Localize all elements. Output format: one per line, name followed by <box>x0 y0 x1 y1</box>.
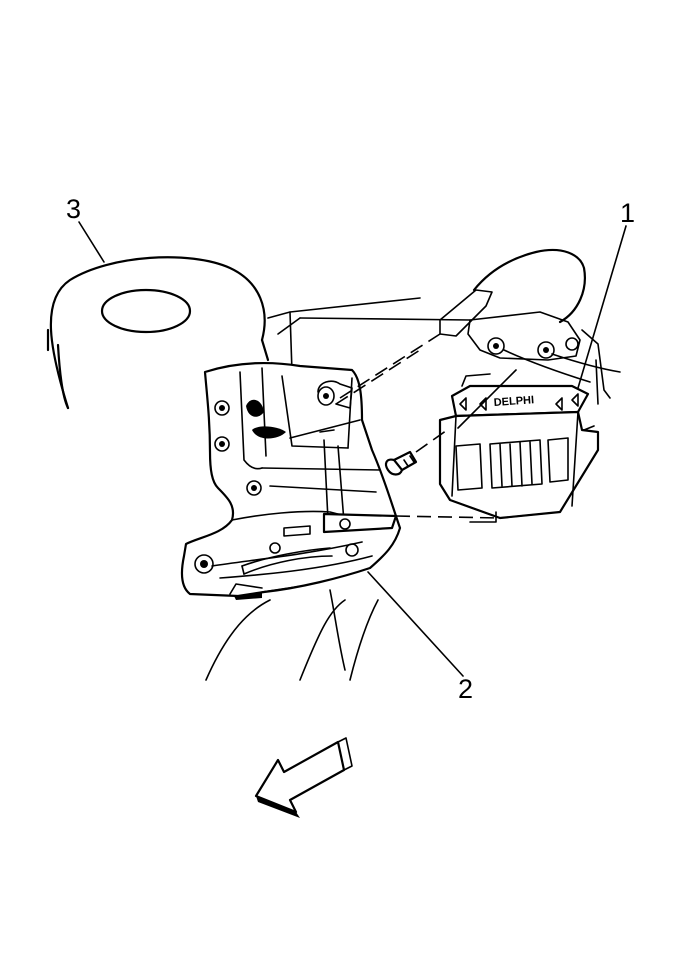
module-marking-text: DELPHI <box>493 394 534 409</box>
callout-2: 2 <box>458 674 473 704</box>
column-component-3 <box>46 256 270 410</box>
callout-1: 1 <box>620 198 635 228</box>
module-component-1: DELPHI <box>438 248 621 523</box>
callout-3: 3 <box>66 194 81 224</box>
callout-leaders <box>78 221 627 677</box>
forward-direction-arrow-icon <box>254 737 353 818</box>
background-structure <box>205 297 471 681</box>
assembly-guide-lines <box>335 333 517 519</box>
screw-fastener <box>384 450 418 476</box>
bracket-component-2 <box>180 362 402 600</box>
